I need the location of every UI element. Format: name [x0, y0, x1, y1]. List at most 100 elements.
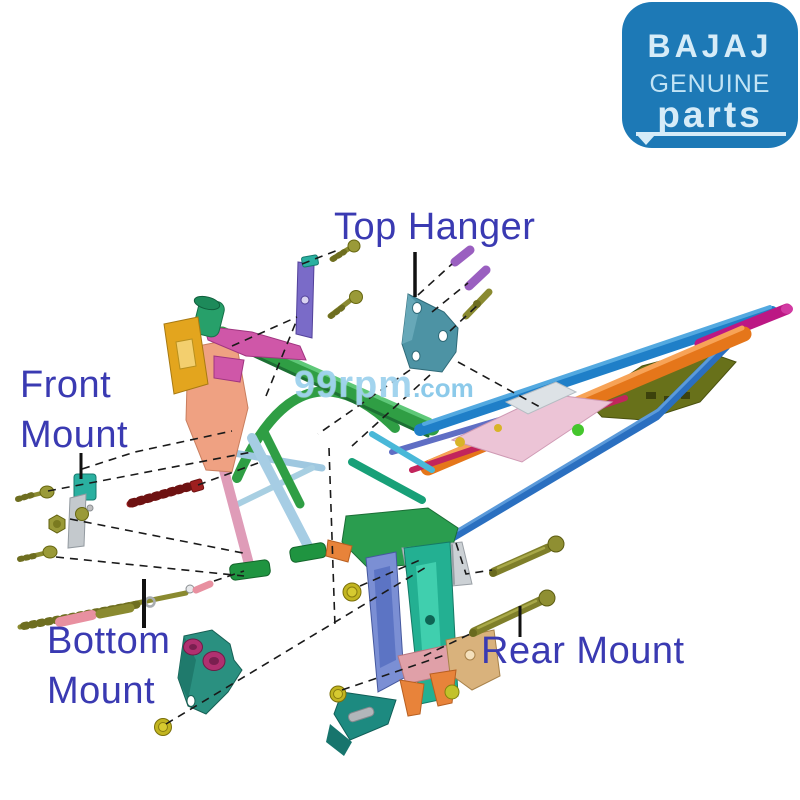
bottom-bracket-hole	[186, 695, 196, 707]
label-front-mount-line2: Mount	[20, 414, 129, 457]
bolt-b-head	[349, 290, 363, 304]
frame-foot-left	[229, 559, 271, 581]
front-bolt-1-head	[39, 485, 55, 499]
bolt-a-head	[347, 239, 361, 253]
rear-bolt-1-shaft	[489, 543, 553, 577]
front-strip-washer	[86, 504, 94, 512]
bolt-a-threads	[330, 249, 347, 262]
swingarm-bolt-2-center	[333, 689, 343, 699]
bushing-1-center	[189, 644, 197, 650]
bottom-mount-parts	[17, 580, 243, 736]
label-front-mount-line1: Front	[20, 364, 112, 406]
leader-hanger-to-stud	[449, 302, 481, 332]
hanger-strip-hole	[300, 295, 310, 305]
bolt-b-threads	[328, 304, 346, 319]
chassis-frame	[163, 295, 793, 756]
leader-front-nut	[69, 518, 249, 555]
bottom-rod-pink-cone	[55, 610, 97, 627]
leader-hanger-to-spacer-1	[417, 263, 453, 296]
plate-detail-1	[646, 392, 656, 399]
stud-band	[473, 300, 481, 308]
leader-bottom-rod	[213, 570, 245, 582]
down-tube-blue	[247, 433, 315, 555]
front-bolt-1-threads	[15, 492, 35, 502]
label-front-mount: Front Mount	[20, 360, 128, 460]
cone-pin-gray	[347, 706, 375, 723]
front-strip-bolt	[75, 507, 89, 521]
tail-tip	[781, 304, 793, 314]
lower-rail-highlight	[446, 340, 728, 538]
frame-foot-right	[289, 542, 327, 563]
leader-swingarm-bolt-1	[359, 559, 421, 587]
stud-dark-red-head	[189, 478, 205, 493]
lower-rail-blue	[439, 341, 731, 547]
bottom-rod-pink-tip	[192, 580, 214, 594]
gold-fitting-2	[494, 424, 502, 432]
logo-genuine-text: GENUINE	[649, 70, 771, 98]
label-rear-mount: Rear Mount	[481, 630, 685, 672]
logo-underline-arrow	[636, 132, 786, 145]
cone-tail-teal	[326, 724, 352, 756]
leader-hanger-to-spacer-2	[431, 282, 469, 313]
leader-rear-bolt-1	[455, 542, 493, 575]
leader-hanger-to-frame-right	[457, 361, 541, 408]
lower-bracket-tan	[445, 629, 501, 691]
rear-bolt-2-tip	[469, 629, 477, 637]
rear-bolt-2-head	[538, 589, 556, 607]
hanger-strip-clip	[301, 254, 319, 268]
front-mount-parts	[15, 473, 205, 562]
logo-parts-text: parts	[657, 94, 763, 135]
leader-red-stud	[197, 462, 259, 486]
green-fitting	[572, 424, 584, 436]
leader-front-bolt-2	[55, 556, 245, 577]
leader-front-bolt-1	[47, 451, 253, 492]
bottom-rod-sleeve	[95, 603, 135, 619]
leader-strip-to-bolt-a	[301, 249, 339, 265]
leader-swingarm-bolt-2	[341, 653, 449, 691]
hanger-hole-2	[438, 330, 448, 342]
leader-hanger-to-frame-2	[351, 374, 431, 447]
label-bottom-mount-line1: Bottom	[47, 620, 171, 662]
leader-front-bracket-to-frame	[81, 430, 233, 470]
rear-bolt-1-tip	[489, 569, 497, 577]
spacer-purple-1	[450, 245, 475, 267]
hanger-hole-3	[411, 350, 421, 362]
top-rail-highlight	[422, 305, 772, 426]
plate-detail-3	[681, 392, 690, 399]
orange-fork-1	[399, 679, 425, 717]
front-bolt-2-head	[42, 545, 58, 559]
label-bottom-mount-line2: Mount	[47, 670, 156, 713]
mid-plate-gray	[504, 381, 578, 415]
rear-bolt-1-highlight	[496, 546, 546, 570]
pivot-bracket-inner	[374, 566, 396, 668]
top-hanger-parts	[295, 239, 493, 373]
leader-lines	[47, 249, 541, 725]
cradle-orange-lug	[325, 539, 353, 563]
watermark-tld: .com	[413, 373, 474, 403]
mid-plate-pink	[450, 393, 614, 463]
tan-bracket-hole	[464, 649, 476, 661]
leader-bottom-bolt-long	[165, 565, 429, 725]
mid-tube-teal	[348, 458, 426, 504]
front-nut-hole	[53, 520, 61, 528]
pointer-lines	[79, 252, 522, 637]
rear-bolt-1-head	[547, 535, 565, 553]
rear-mount-parts	[329, 535, 565, 703]
pivot-hole	[425, 615, 435, 625]
stud-dark-red-threads	[127, 482, 193, 508]
front-gusset-magenta	[203, 325, 307, 361]
bolt-yellow-green	[444, 684, 460, 700]
bottom-bolt-center	[158, 722, 168, 732]
mid-tube-sky	[369, 431, 435, 473]
leader-frame-to-strip-1	[231, 316, 298, 347]
bushing-2-center	[209, 657, 219, 665]
watermark: 99rpm.com	[294, 364, 474, 407]
head-tube-opening	[193, 295, 221, 311]
leader-vertical-long	[328, 447, 336, 628]
front-bolt-2-threads	[17, 553, 37, 562]
watermark-name: 99rpm	[294, 364, 414, 406]
swingarm-bolt-1-center	[346, 586, 358, 598]
gold-fitting-1	[455, 437, 465, 447]
